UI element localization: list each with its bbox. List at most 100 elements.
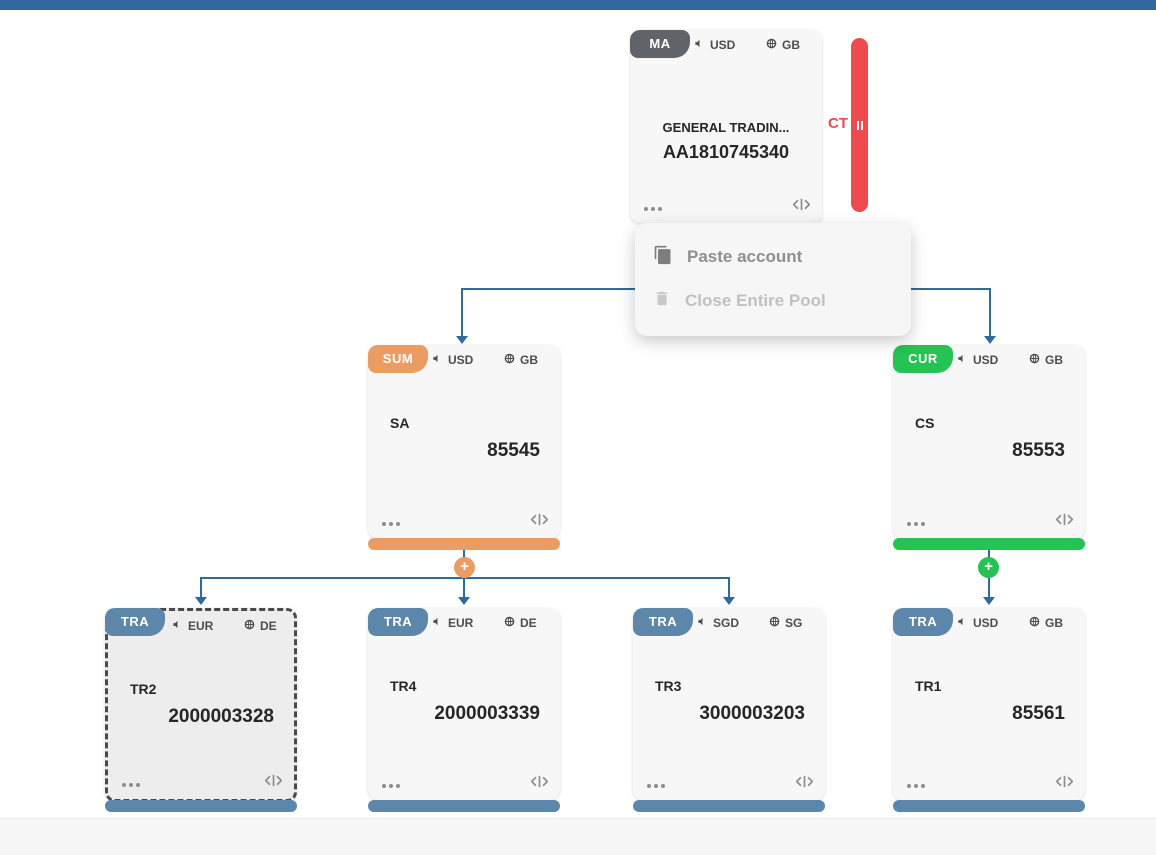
expand-horizontal-icon[interactable] [792, 197, 811, 217]
ct-side-tab[interactable] [851, 38, 868, 212]
node-card-sum[interactable]: SUM USD GB SA 85545 [368, 345, 560, 538]
currency-group: USD [694, 37, 735, 53]
node-accent-bar [368, 538, 560, 550]
node-card-cur[interactable]: CUR USD GB CS 85553 [893, 345, 1085, 538]
account-number: AA1810745340 [662, 142, 790, 162]
account-name: CS [915, 415, 935, 431]
globe-icon [1029, 616, 1040, 630]
node-card-tr1[interactable]: TRA USD GB TR1 85561 [893, 608, 1085, 800]
connector-to-cur [989, 288, 991, 336]
account-number: 2000003339 [434, 703, 540, 724]
account-number: 85545 [487, 440, 540, 461]
node-accent-bar [633, 800, 825, 812]
expand-horizontal-icon[interactable] [1055, 512, 1074, 532]
node-actions-menu-button[interactable] [382, 784, 400, 788]
account-number: 2000003328 [168, 706, 274, 727]
expand-horizontal-icon[interactable] [530, 774, 549, 794]
expand-horizontal-icon[interactable] [530, 512, 549, 532]
currency-label: EUR [188, 619, 214, 633]
pause-handle-icon [856, 120, 863, 130]
connector-to-sum [461, 288, 463, 336]
arrow-to-cur [984, 336, 996, 344]
menu-item-label: Close Entire Pool [685, 291, 826, 310]
account-name: TR1 [915, 678, 942, 694]
menu-item-label: Paste account [687, 247, 803, 266]
globe-icon [244, 619, 255, 633]
globe-icon [769, 616, 780, 630]
currency-icon [172, 619, 183, 633]
node-type-badge: TRA [633, 608, 693, 636]
connector-to-tr3 [728, 577, 730, 598]
country-label: GB [1045, 353, 1063, 367]
expand-horizontal-icon[interactable] [795, 774, 814, 794]
node-actions-menu-button[interactable] [907, 784, 925, 788]
currency-label: USD [973, 353, 999, 367]
currency-group: USD [957, 352, 998, 368]
country-label: DE [260, 619, 277, 633]
node-card-tr2[interactable]: TRA EUR DE TR2 2000003328 [105, 608, 297, 802]
currency-group: SGD [697, 615, 739, 631]
menu-item-close-entire-pool[interactable]: Close Entire Pool [635, 279, 911, 323]
add-account-cur-button[interactable]: + [978, 557, 999, 578]
country-group: GB [766, 37, 800, 53]
node-actions-menu-button[interactable] [647, 784, 665, 788]
node-type-badge: TRA [105, 608, 165, 636]
currency-icon [432, 616, 443, 630]
connector-to-tr4 [463, 577, 465, 598]
arrow-to-tr2 [195, 597, 207, 605]
node-actions-menu-button[interactable] [382, 522, 400, 526]
account-name: TR4 [390, 678, 417, 694]
currency-icon [957, 616, 968, 630]
account-name: TR2 [130, 681, 157, 697]
node-card-ma[interactable]: MA USD GB GENERAL TRADIN... AA1810745340 [630, 30, 822, 223]
node-accent-bar [893, 800, 1085, 812]
node-actions-menu-button[interactable] [907, 522, 925, 526]
country-label: DE [520, 616, 537, 630]
account-number: 85553 [1012, 440, 1065, 461]
country-group: GB [504, 352, 538, 368]
bottom-panel [0, 818, 1156, 855]
trash-icon [653, 289, 671, 313]
node-actions-menu-button[interactable] [644, 207, 662, 211]
globe-icon [1029, 353, 1040, 367]
currency-label: USD [448, 353, 474, 367]
arrow-to-tr1 [983, 597, 995, 605]
menu-item-paste-account[interactable]: Paste account [635, 235, 911, 279]
expand-horizontal-icon[interactable] [1055, 774, 1074, 794]
connector-to-tr2 [200, 577, 202, 598]
currency-label: EUR [448, 616, 474, 630]
globe-icon [766, 38, 777, 52]
currency-label: USD [710, 38, 736, 52]
node-accent-bar [893, 538, 1085, 550]
node-type-badge: TRA [893, 608, 953, 636]
paste-icon [653, 245, 673, 270]
country-label: GB [1045, 616, 1063, 630]
country-group: GB [1029, 615, 1063, 631]
arrow-to-tr4 [458, 597, 470, 605]
currency-group: EUR [172, 618, 213, 634]
globe-icon [504, 353, 515, 367]
expand-horizontal-icon[interactable] [264, 773, 283, 793]
add-account-sum-button[interactable]: + [454, 557, 475, 578]
currency-group: USD [957, 615, 998, 631]
country-label: GB [782, 38, 800, 52]
account-name: SA [390, 415, 410, 431]
node-card-tr3[interactable]: TRA SGD SG TR3 3000003203 [633, 608, 825, 800]
arrow-to-sum [456, 336, 468, 344]
node-type-badge: SUM [368, 345, 428, 373]
currency-group: EUR [432, 615, 473, 631]
country-group: GB [1029, 352, 1063, 368]
globe-icon [504, 616, 515, 630]
ct-label: CT [828, 115, 848, 132]
currency-group: USD [432, 352, 473, 368]
account-number: 85561 [1012, 703, 1065, 724]
node-type-badge: TRA [368, 608, 428, 636]
node-type-badge: MA [630, 30, 690, 58]
node-type-badge: CUR [893, 345, 953, 373]
account-name: GENERAL TRADIN... [662, 120, 790, 135]
currency-icon [694, 38, 705, 52]
currency-icon [957, 353, 968, 367]
node-actions-menu-button[interactable] [122, 783, 140, 787]
node-card-tr4[interactable]: TRA EUR DE TR4 2000003339 [368, 608, 560, 800]
currency-label: USD [973, 616, 999, 630]
